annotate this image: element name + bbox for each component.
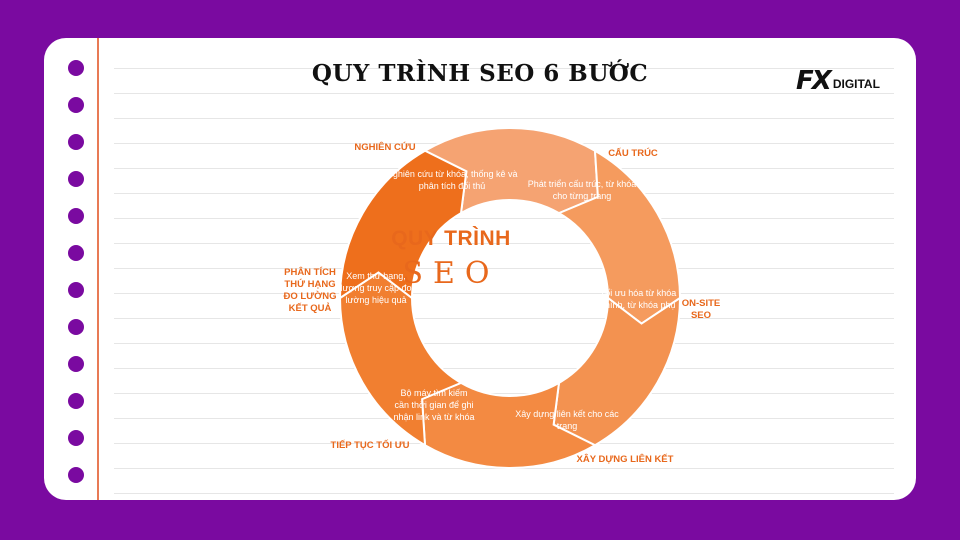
step-label-research: NGHIÊN CỨU [354,142,416,153]
page-title: QUY TRÌNH SEO 6 BƯỚC [311,60,649,87]
step-label-linkbuilding: XÂY DỰNG LIÊN KẾT [576,454,674,465]
binder-hole [68,134,84,150]
logo-text: DIGITAL [832,77,880,91]
binder-hole [68,356,84,372]
step-label-onsite: ON-SITE SEO [681,298,721,321]
step-desc-linkbuilding: Xây dựng liên kết cho các trang [515,409,619,431]
binder-hole [68,97,84,113]
cycle-segment-analysis [338,149,468,301]
step-label-structure: CẤU TRÚC [608,148,658,159]
binder-hole [68,171,84,187]
step-desc-onsite: Tối ưu hóa từ khóa chính, từ khóa phụ [599,288,677,310]
slide-card [44,38,916,500]
step-desc-analysis: Xem thứ hạng, lượng truy cập đo lường hi… [340,271,412,305]
step-desc-research: Nghiên cứu từ khóa, thống kê và phân tíc… [386,169,518,191]
binder-hole [68,430,84,446]
binder-hole [68,319,84,335]
binder-hole [68,467,84,483]
logo-mark: FX [796,66,832,96]
margin-line [97,38,99,500]
center-title-line1: QUY TRÌNH [391,227,511,250]
step-desc-structure: Phát triển cấu trúc, từ khóa cho từng tr… [527,179,637,201]
binder-hole [68,393,84,409]
step-desc-continue: Bộ máy tìm kiếm cần thời gian để ghi nhậ… [393,388,475,422]
binder-hole [68,208,84,224]
binder-hole [68,60,84,76]
binder-hole [68,282,84,298]
step-label-analysis: PHÂN TÍCH THỨ HẠNG ĐO LƯỜNG KẾT QUẢ [283,267,337,314]
step-label-continue: TIẾP TỤC TỐI ƯU [330,440,410,451]
brand-logo: FX DIGITAL [796,62,880,94]
center-title-line2: SEO [402,256,500,291]
binder-hole [68,245,84,261]
